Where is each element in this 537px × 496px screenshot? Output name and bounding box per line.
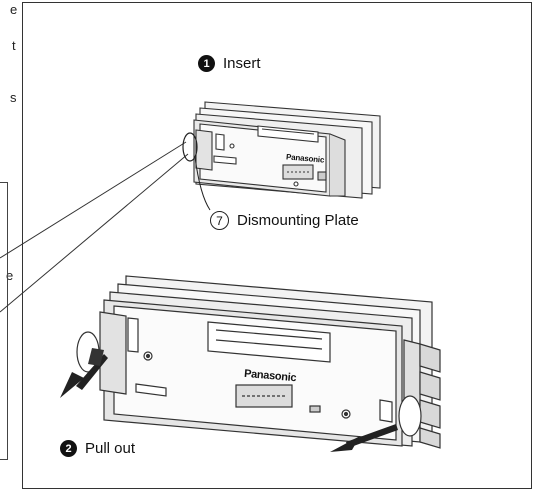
callout-pointer xyxy=(194,156,211,211)
callout-number-circle: 7 xyxy=(210,211,229,230)
leader-lines xyxy=(0,141,189,313)
cropped-left-figure-box xyxy=(0,182,8,460)
cropped-text-fragment: e xyxy=(6,268,14,283)
callout-dismounting-plate: 7 Dismounting Plate xyxy=(210,211,359,230)
left-finger-tab xyxy=(88,348,104,366)
upper-unit-drawing xyxy=(193,101,381,199)
callout-label: Dismounting Plate xyxy=(237,212,359,229)
step-label: Pull out xyxy=(85,440,136,457)
step-number-badge: 2 xyxy=(60,440,77,457)
step-label: Insert xyxy=(223,55,261,72)
pull-arrow-right xyxy=(330,424,398,452)
dismounting-plate-highlight xyxy=(182,132,198,162)
step-number-badge: 1 xyxy=(198,55,215,72)
step-insert: 1 Insert xyxy=(198,55,261,72)
cropped-text-fragment: s xyxy=(10,90,17,105)
cropped-text-fragment: e xyxy=(10,2,18,17)
step-pull-out: 2 Pull out xyxy=(60,440,135,457)
cropped-text-fragment: t xyxy=(12,38,16,53)
lower-unit-drawing xyxy=(76,275,441,449)
